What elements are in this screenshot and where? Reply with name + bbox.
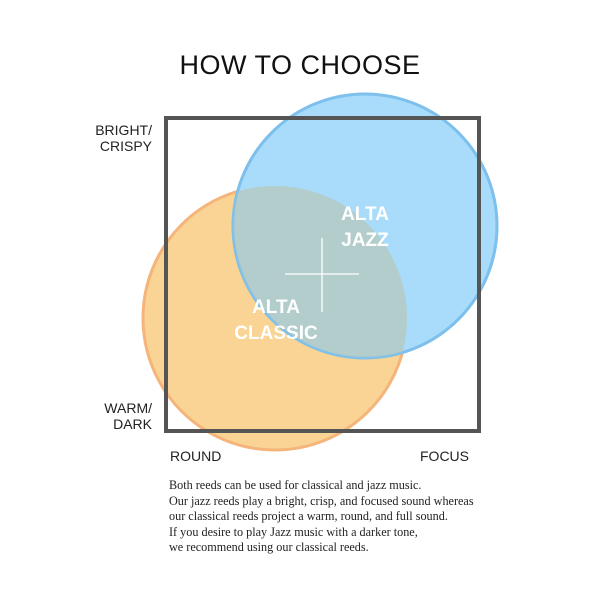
classic-label-line: CLASSIC: [234, 323, 318, 344]
description-line: Our jazz reeds play a bright, crisp, and…: [169, 493, 474, 508]
jazz-label-line: ALTA: [341, 204, 389, 225]
axis-label-line: CRISPY: [99, 138, 152, 154]
axis-label-line: BRIGHT/: [95, 122, 152, 138]
description-line: Both reeds can be used for classical and…: [169, 478, 422, 492]
quadrant-frame: [164, 116, 481, 433]
page-title: HOW TO CHOOSE: [179, 50, 421, 80]
description-line: our classical reeds project a warm, roun…: [169, 509, 448, 523]
description: Both reeds can be used for classical and…: [169, 478, 499, 556]
jazz-label-line: JAZZ: [341, 230, 389, 251]
axis-label-round: ROUND: [170, 448, 222, 464]
axis-label-line: DARK: [113, 416, 152, 432]
jazz-circle-edge: [231, 92, 499, 360]
overlap-region: [233, 186, 407, 358]
description-line: we recommend using our classical reeds.: [169, 540, 369, 554]
classic-label-line: ALTA: [252, 297, 300, 318]
axis-label-warm-dark: WARM/ DARK: [80, 400, 152, 432]
axis-label-line: WARM/: [104, 400, 152, 416]
axis-label-focus: FOCUS: [420, 448, 469, 464]
axis-label-bright-crispy: BRIGHT/ CRISPY: [80, 122, 152, 154]
description-line: If you desire to play Jazz music with a …: [169, 524, 418, 539]
